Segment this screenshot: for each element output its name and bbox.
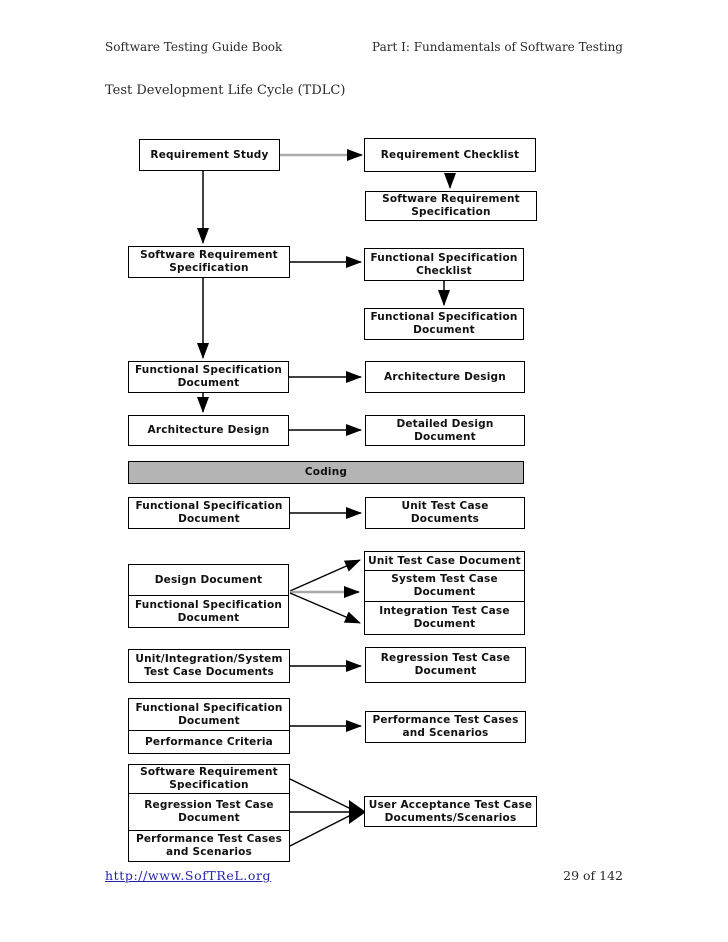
header-left-text: Software Testing Guide Book [105,40,283,54]
box-unit-test-case-document: Unit Test Case Document [364,551,525,571]
page-footer: http://www.SofTReL.org 29 of 142 [105,868,623,883]
box-functional-specification-document-left-3: Functional Specification Document [128,595,289,628]
box-performance-test-cases-right: Performance Test Cases and Scenarios [365,711,526,743]
box-integration-test-case-document: Integration Test Case Document [364,601,525,635]
box-software-requirement-specification-left: Software Requirement Specification [128,246,290,278]
box-functional-specification-checklist: Functional Specification Checklist [364,248,524,281]
arrow-converge-bottom [289,814,352,847]
box-software-requirement-specification-right: Software Requirement Specification [365,191,537,221]
box-functional-specification-document-left-4: Functional Specification Document [128,698,290,731]
box-unit-test-case-documents: Unit Test Case Documents [365,497,525,529]
arrow-fan-down [289,592,361,624]
box-unit-integration-system-test-case-documents: Unit/Integration/System Test Case Docume… [128,649,290,683]
box-coding-bar: Coding [128,461,524,484]
footer-website-link[interactable]: http://www.SofTReL.org [105,868,272,883]
box-user-acceptance-test-case: User Acceptance Test Case Documents/Scen… [364,796,537,827]
page-header: Software Testing Guide Book Part I: Fund… [105,40,623,54]
box-performance-criteria: Performance Criteria [128,730,290,754]
box-performance-test-cases-left: Performance Test Cases and Scenarios [128,830,290,862]
arrow-fan-up [289,559,361,592]
box-architecture-design-left: Architecture Design [128,415,289,446]
box-detailed-design-document: Detailed Design Document [365,415,525,446]
box-architecture-design-right: Architecture Design [365,361,525,393]
box-requirement-checklist: Requirement Checklist [364,138,536,172]
footer-page-number: 29 of 142 [563,868,623,883]
box-regression-test-case-document-left: Regression Test Case Document [128,793,290,831]
box-design-document: Design Document [128,564,289,596]
box-functional-specification-document-left-2: Functional Specification Document [128,497,290,529]
header-right-text: Part I: Fundamentals of Software Testing [372,40,623,54]
arrow-converge-top [289,778,352,810]
box-regression-test-case-document-right: Regression Test Case Document [365,647,526,683]
box-requirement-study: Requirement Study [139,139,280,171]
page-title: Test Development Life Cycle (TDLC) [105,83,346,98]
box-software-requirement-specification-bottom: Software Requirement Specification [128,764,290,794]
box-system-test-case-document: System Test Case Document [364,570,525,602]
box-functional-specification-document-left-1: Functional Specification Document [128,361,289,393]
box-functional-specification-document-right: Functional Specification Document [364,308,524,340]
